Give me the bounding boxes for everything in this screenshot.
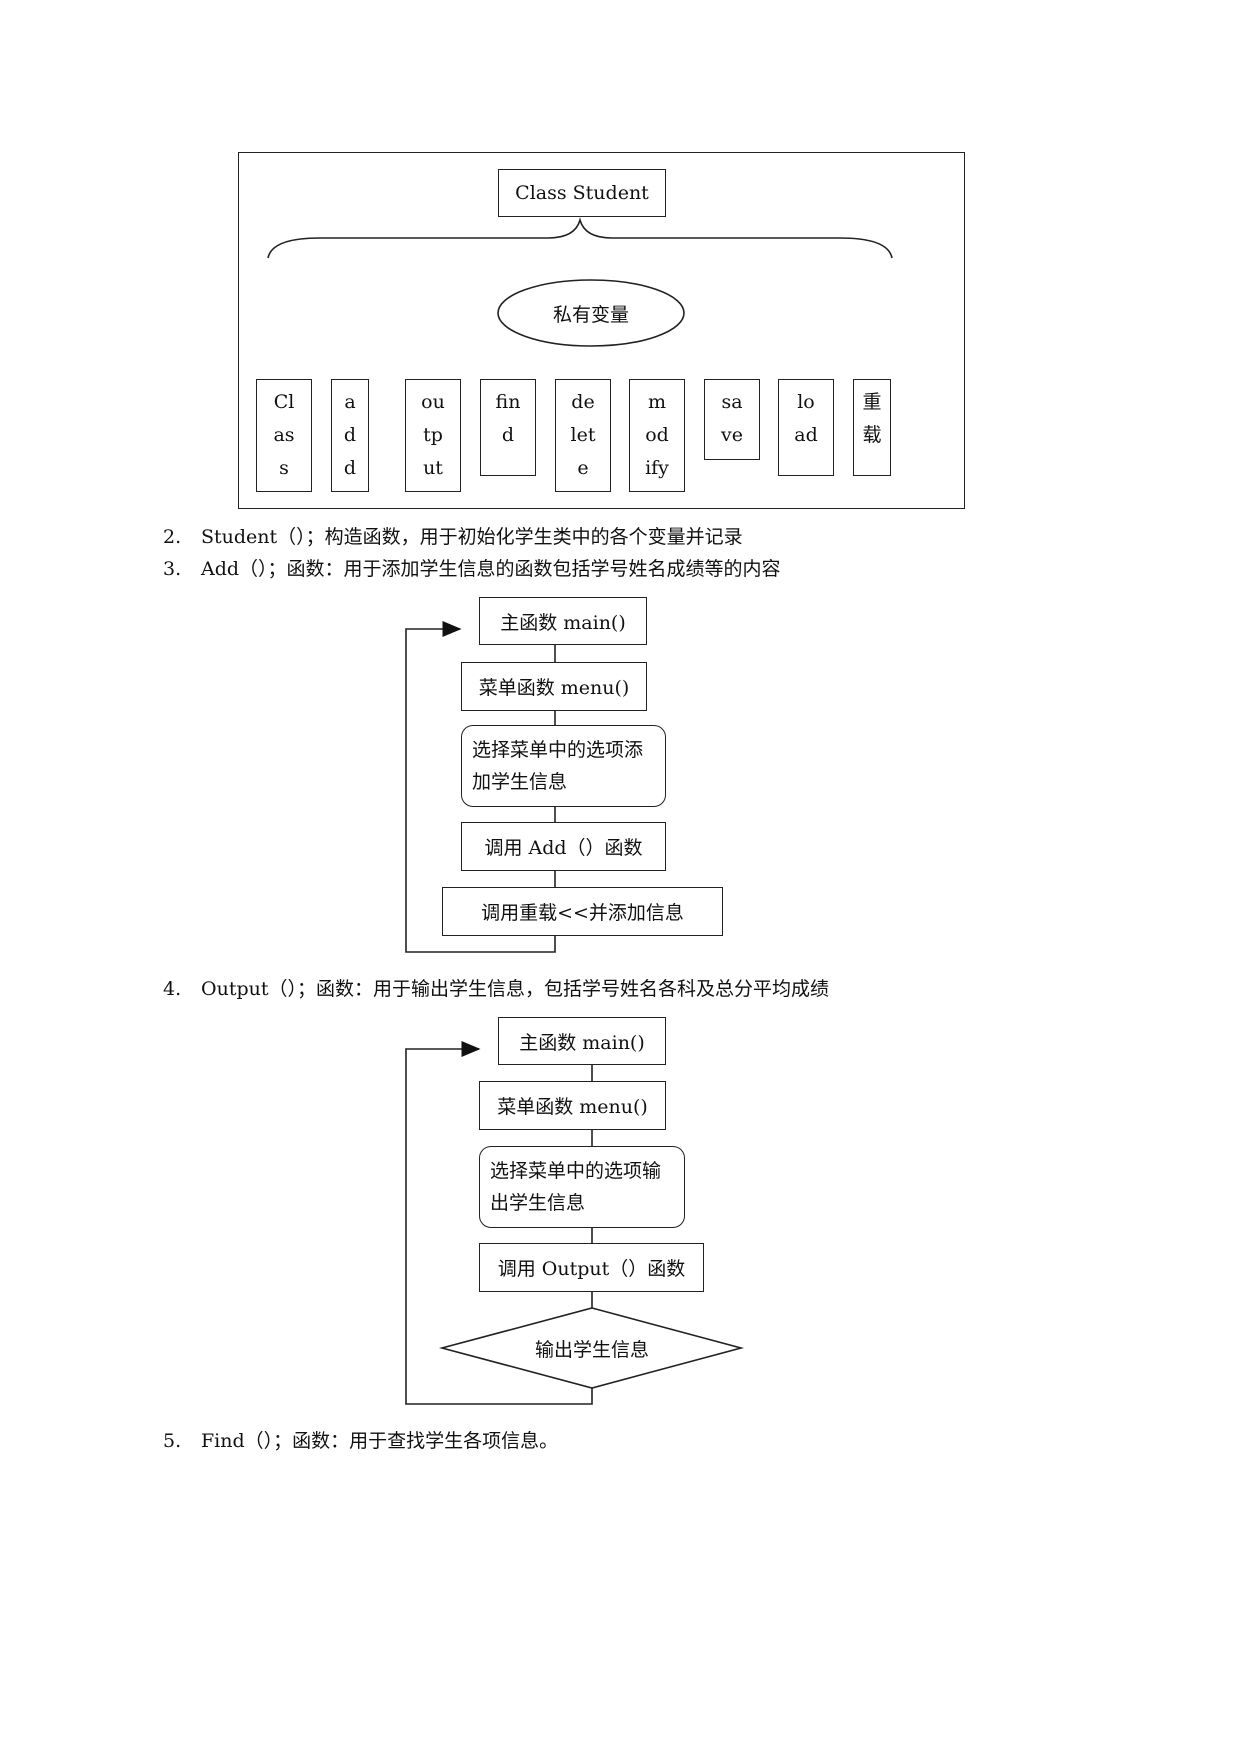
class-student-label: Class Student — [515, 182, 649, 204]
member-overload: 重载 — [853, 379, 891, 476]
output-main-box: 主函数 main() — [498, 1017, 666, 1065]
output-result-label: 输出学生信息 — [534, 1338, 649, 1361]
add-select-box: 选择菜单中的选项添 加学生信息 — [461, 725, 666, 807]
add-menu-box: 菜单函数 menu() — [461, 662, 647, 711]
brace-shape — [267, 217, 893, 259]
class-student-box: Class Student — [498, 169, 666, 217]
private-variables-label: 私有变量 — [552, 303, 629, 326]
add-overload-box: 调用重载<<并添加信息 — [442, 887, 723, 936]
private-ellipse — [497, 279, 685, 347]
add-main-box: 主函数 main() — [479, 597, 647, 645]
item-3: 3.Add（）；函数：用于添加学生信息的函数包括学号姓名成绩等的内容 — [163, 558, 781, 580]
item-5: 5.Find（）；函数：用于查找学生各项信息。 — [163, 1430, 559, 1452]
output-select-box: 选择菜单中的选项输 出学生信息 — [479, 1146, 685, 1228]
class-diagram-frame — [238, 152, 965, 509]
add-call-box: 调用 Add（）函数 — [461, 822, 666, 871]
item-4: 4.Output（）；函数：用于输出学生信息，包括学号姓名各科及总分平均成绩 — [163, 978, 829, 1000]
item-2: 2.Student（）；构造函数，用于初始化学生类中的各个变量并记录 — [163, 526, 743, 548]
output-call-box: 调用 Output（）函数 — [479, 1243, 704, 1292]
output-loop-arrow — [405, 1041, 593, 1405]
add-loop-arrow — [405, 621, 556, 953]
output-menu-box: 菜单函数 menu() — [479, 1081, 666, 1130]
